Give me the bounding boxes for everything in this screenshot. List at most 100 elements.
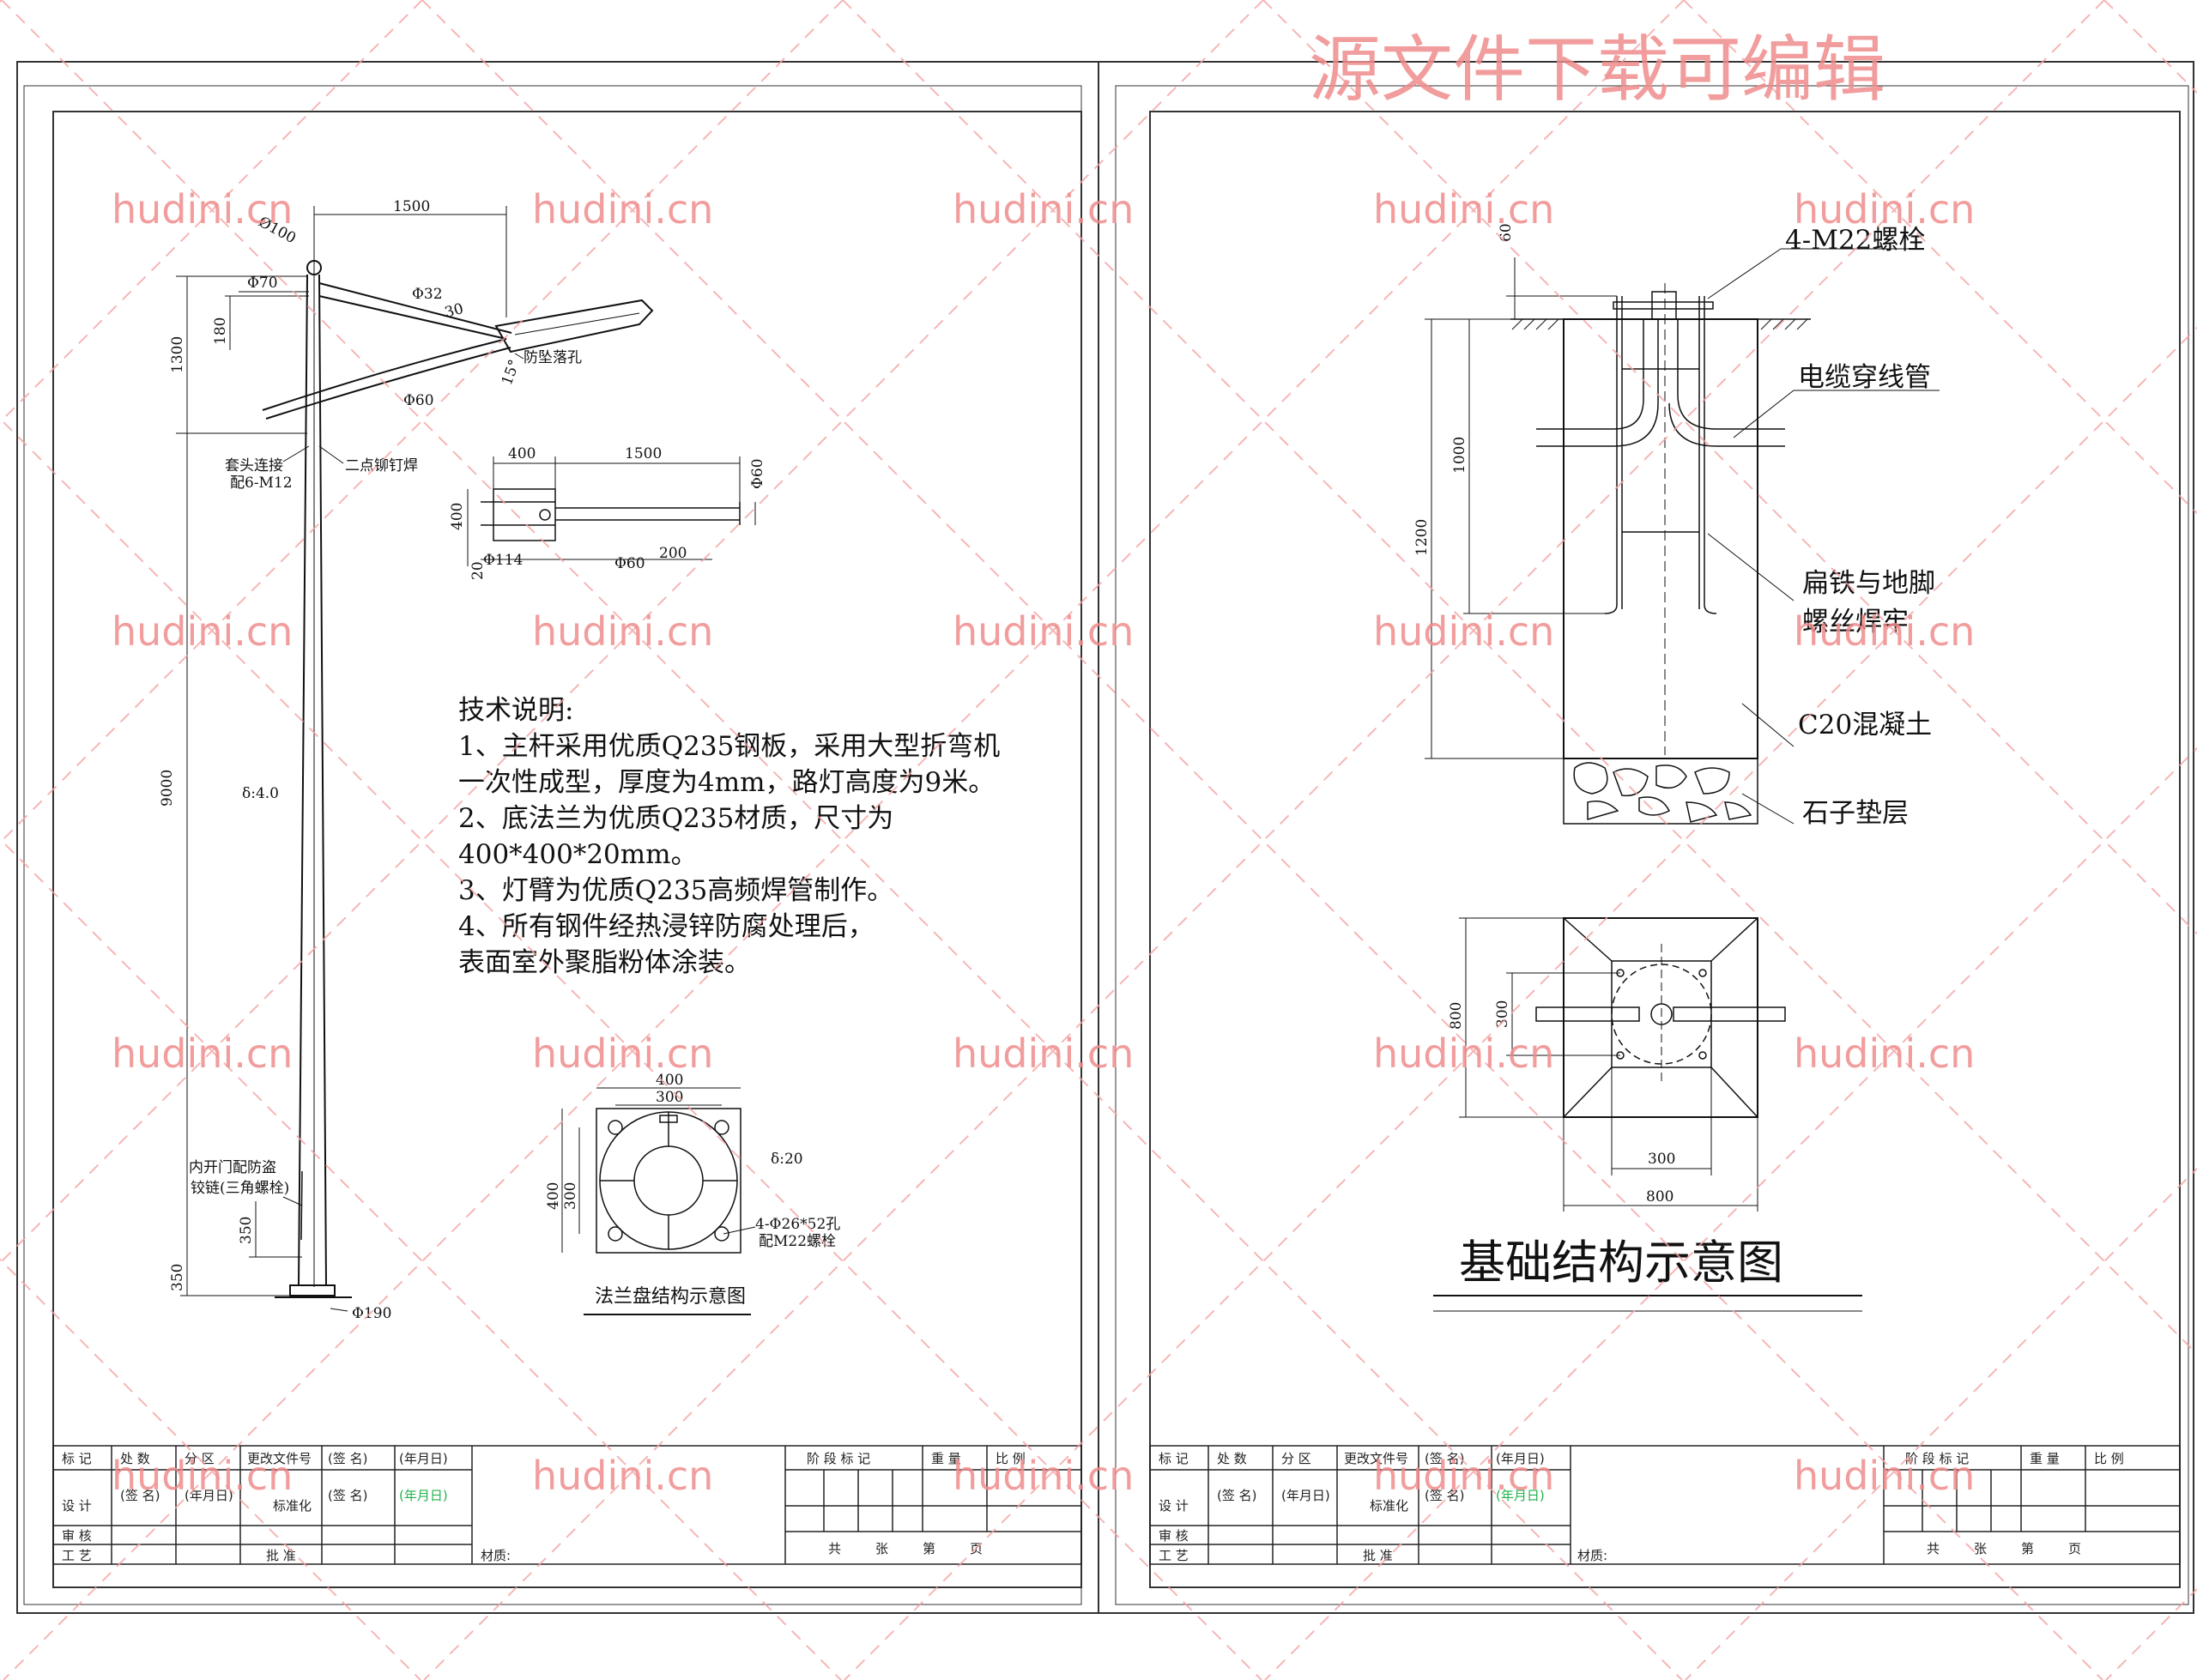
flange-outer [596,1108,741,1254]
conduit-right [1677,319,1785,430]
watermark-line [1683,0,2197,515]
watermark-line [3,0,1685,1680]
flange-thickness: δ:20 [771,1151,803,1168]
top-plate [1613,301,1714,310]
tech-note-line: 4、所有钢件经热浸锌防腐处理后， [458,911,875,942]
flange-hole-tr [714,1120,729,1135]
watermark-line [0,417,1262,1680]
watermark-site: hudini.cn [953,1030,1134,1077]
tb-change: 更改文件号 [247,1451,312,1466]
plan-dim-inner-bottom: 300 [1648,1151,1675,1168]
leader-sleeve [282,445,310,462]
title-block-left [52,1445,1082,1565]
upper-arm-brace [318,295,507,340]
arm-dim-sleeve-dia: Φ114 [483,552,523,569]
arm-dim-height: 400 [449,503,466,530]
tech-notes: 技术说明: 1、主杆采用优质Q235钢板，采用大型折弯机 一次性成型，厚度为4m… [458,695,1000,978]
arm-dim-a: 400 [508,445,536,462]
arm-dim-end-dia: Φ60 [749,458,766,489]
foundation-section-labels: 60 1000 1200 4-M22螺栓 电缆穿线管 扁铁与地脚 螺丝焊牢 C2… [1413,223,1935,829]
watermark-line [844,326,2197,1680]
watermark-site: hudini.cn [953,608,1134,655]
watermark-line [2105,1587,2197,1680]
tb-process: 工 艺 [62,1548,92,1563]
watermark-site: hudini.cn [953,1453,1134,1499]
flange-circle-inner [633,1145,704,1216]
tb-std-sign: (签 名) [328,1488,367,1503]
flange-dim-inner: 300 [656,1089,683,1106]
label-door-line1: 内开门配防盗 [189,1159,276,1176]
watermark-site: hudini.cn [1794,1453,1975,1499]
watermark-line [1262,0,2197,935]
ground-hatch [1511,318,1808,330]
label-thickness: δ:4.0 [242,785,279,802]
conduit-left [1536,319,1644,430]
flange-holes-line2: 配M22螺栓 [759,1233,836,1250]
tb-standard: 标准化 [273,1498,312,1514]
tb-sign: (签 名) [1425,1451,1464,1466]
watermark-site: hudini.cn [112,1453,293,1499]
dim-angle: 30 [443,300,465,322]
watermark-line [0,837,842,1680]
tb-scale: 比 例 [2094,1451,2124,1466]
label-weld-line1: 扁铁与地脚 [1802,568,1935,599]
watermark-texts: hudini.cn hudini.cn hudini.cn hudini.cn hudi… [112,186,1975,1499]
label-bolts: 配6-M12 [230,474,293,492]
leader-weld [1707,533,1795,601]
watermark-line [0,0,423,424]
watermark-banner: 源文件下载可编辑 [1309,27,1885,112]
tb-scale: 比 例 [996,1451,1026,1466]
tb-count: 处 数 [120,1451,150,1466]
plan-bolt-circle [1611,964,1712,1065]
label-sleeve: 套头连接 [225,457,283,474]
arm-dim-offset: 20 [469,561,487,580]
tb-process: 工 艺 [1159,1548,1189,1563]
right-sheet-inner [1115,85,2189,1605]
tb-page: 页 [2068,1541,2081,1556]
foundation-title: 基础结构示意图 [1459,1236,1783,1290]
dim-door-height: 350 [238,1217,255,1244]
tb-std-date: (年月日) [399,1488,448,1503]
label-conduit: 电缆穿线管 [1798,362,1931,393]
foundation-plan-labels: 800 300 300 800 基础结构示意图 [1448,1000,1783,1290]
pole-shaft-left [298,274,308,1286]
flange-hole-br [714,1226,729,1242]
flange-drawing [561,1087,756,1315]
plan-diag-tr [1710,917,1758,962]
conduit-left2 [1536,319,1659,447]
dim-sleeve-dia: Φ70 [247,275,278,292]
gravel-layer [1563,758,1758,825]
dim-depth: 1200 [1413,519,1431,556]
plan-dim-outer-bottom: 800 [1646,1188,1673,1206]
flange-dim-outer: 400 [656,1072,683,1089]
dim-arm-reach: 1500 [393,198,430,215]
upper-arm [318,282,512,334]
tb-sheet-total: 共 [828,1541,841,1556]
dim-arm-height: 1300 [169,336,186,373]
watermark-line [421,0,2103,1680]
label-weld-line2: 螺丝焊牢 [1802,607,1909,638]
dim-base-dia: Φ190 [352,1305,391,1322]
watermark-line [1264,746,2197,1680]
plan-diag-tl [1563,917,1613,962]
outer-frame [16,61,2194,1614]
label-gravel: 石子垫层 [1802,798,1909,829]
watermark-line [0,1258,421,1680]
plan-outer [1563,917,1758,1118]
leader-bolts [1707,248,1782,299]
tech-note-line: 3、灯臂为优质Q235高频焊管制作。 [458,875,893,906]
base-plate [289,1284,336,1296]
watermark-line [0,0,3,3]
leader-base [330,1308,348,1312]
flange-labels: 400 300 400 300 δ:20 4-Φ26*52孔 配M22螺栓 法兰… [545,1072,840,1308]
lamp-head [494,299,654,354]
dim-upper-arm-dia: Φ32 [412,286,443,303]
left-sheet-inner [23,85,1082,1605]
tb-sheet-num: 第 [2021,1541,2034,1556]
watermark-line [423,0,2105,1680]
lamp-head-rib [514,312,640,335]
tb-count: 处 数 [1217,1451,1247,1466]
tb-sheet-total: 共 [1927,1541,1940,1556]
dim-lower-arm-dia: Φ60 [403,392,434,409]
tech-note-line: 一次性成型，厚度为4mm，路灯高度为9米。 [458,767,995,798]
